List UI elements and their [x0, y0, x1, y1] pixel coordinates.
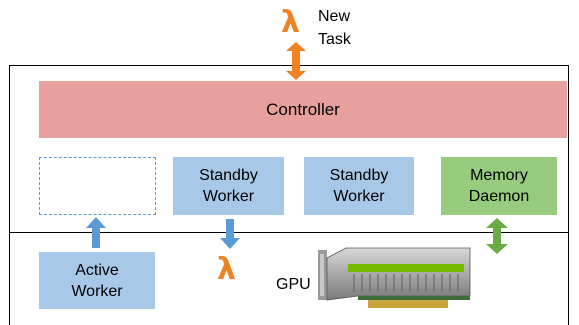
gpu-boundary-line — [9, 232, 569, 233]
lambda-icon: λ — [281, 5, 300, 40]
memory-daemon-box: Memory Daemon — [441, 157, 557, 215]
up-arrow-icon — [86, 217, 106, 248]
green-double-arrow-icon — [486, 218, 508, 254]
down-arrow-icon — [220, 219, 240, 249]
lambda-icon: λ — [217, 252, 236, 287]
empty-worker-slot — [39, 157, 156, 215]
gpu-card-icon — [318, 247, 471, 308]
gpu-label: GPU — [276, 276, 311, 293]
orange-double-arrow-icon — [286, 42, 306, 80]
active-worker-box: Active Worker — [39, 252, 155, 309]
standby-worker-1: Standby Worker — [173, 157, 284, 215]
system-boundary — [9, 65, 569, 325]
standby-worker-2: Standby Worker — [304, 157, 414, 215]
controller-box: Controller — [39, 81, 567, 138]
new-task-label: New Task — [318, 8, 351, 48]
